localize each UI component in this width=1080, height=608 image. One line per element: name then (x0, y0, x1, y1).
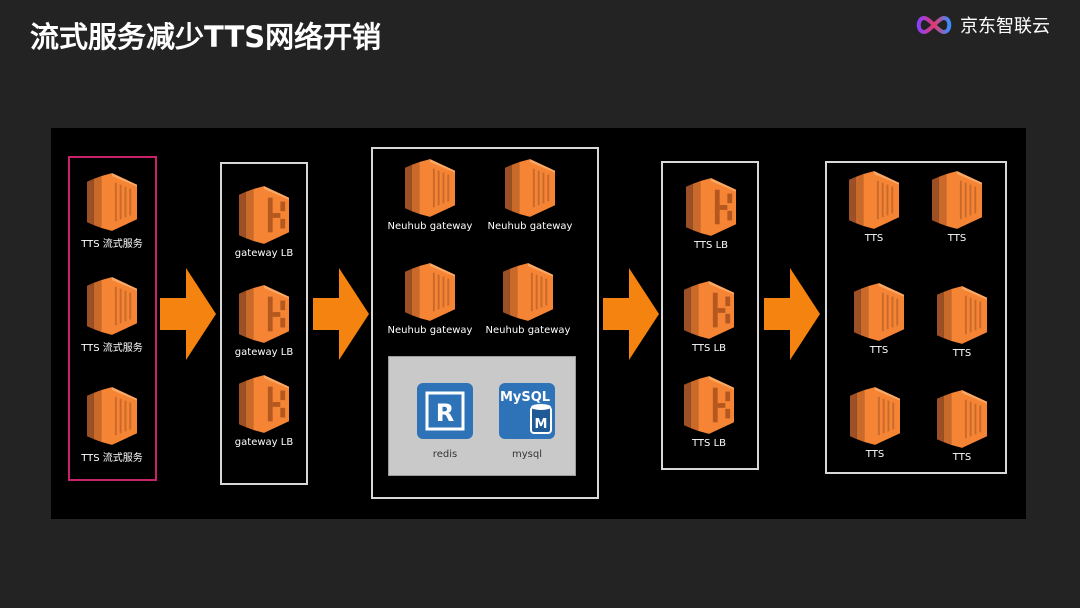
gateway-lb-node: gateway LB (209, 375, 319, 448)
redis-icon: R (417, 383, 473, 439)
neuhub-gateway-node: Neuhub gateway (375, 159, 485, 232)
architecture-diagram: TTS 流式服务 TTS 流式服务 TTS 流式服务 gateway LB ga… (51, 128, 1026, 519)
load-balancer-icon (239, 186, 289, 244)
compute-instance-icon (87, 277, 137, 335)
redis-glyph: R (436, 399, 454, 427)
gateway-lb-node: gateway LB (209, 285, 319, 358)
tts-node: TTS (820, 387, 930, 460)
node-label: Neuhub gateway (387, 221, 473, 232)
compute-instance-icon (87, 173, 137, 231)
compute-instance-icon (854, 283, 904, 341)
storage-label: mysql (512, 449, 542, 460)
tts-group (825, 161, 1007, 474)
load-balancer-icon (684, 281, 734, 339)
storage-label: redis (432, 449, 458, 460)
node-label: gateway LB (234, 347, 294, 358)
node-label: TTS (864, 233, 884, 244)
mysql-icon: MySQL M (499, 383, 555, 439)
node-label: Neuhub gateway (487, 221, 573, 232)
right-arrow-icon (603, 268, 659, 360)
mysql-badge: M (535, 417, 548, 432)
node-label: Neuhub gateway (387, 325, 473, 336)
brand-name: 京东智联云 (960, 16, 1050, 37)
compute-instance-icon (503, 263, 553, 321)
right-arrow-icon (764, 268, 820, 360)
node-label: Neuhub gateway (485, 325, 571, 336)
compute-instance-icon (405, 263, 455, 321)
node-label: gateway LB (234, 437, 294, 448)
compute-instance-icon (505, 159, 555, 217)
tts-node: TTS (819, 171, 929, 244)
node-label: TTS LB (694, 240, 728, 251)
storage-panel: R redis MySQL M mysql (388, 356, 576, 476)
compute-instance-icon (87, 387, 137, 445)
gateway-lb-group (220, 162, 308, 485)
neuhub-group (371, 147, 599, 499)
tts-stream-node: TTS 流式服务 (57, 387, 167, 464)
node-label: TTS LB (692, 438, 726, 449)
mysql-node: MySQL M mysql (492, 383, 562, 460)
load-balancer-icon (239, 375, 289, 433)
node-label: TTS 流式服务 (81, 343, 143, 354)
tts-stream-node: TTS 流式服务 (57, 277, 167, 354)
tts-node: TTS (907, 390, 1017, 463)
tts-lb-node: TTS LB (654, 376, 764, 449)
node-label: TTS 流式服务 (81, 239, 143, 250)
compute-instance-icon (937, 390, 987, 448)
compute-instance-icon (849, 171, 899, 229)
node-label: TTS 流式服务 (81, 453, 143, 464)
infinity-logo-icon (916, 15, 952, 35)
slide-title: 流式服务减少TTS网络开销 (30, 20, 382, 54)
load-balancer-icon (684, 376, 734, 434)
node-label: TTS (952, 348, 972, 359)
neuhub-gateway-node: Neuhub gateway (473, 263, 583, 336)
tts-stream-node: TTS 流式服务 (57, 173, 167, 250)
load-balancer-icon (239, 285, 289, 343)
brand-logo: 京东智联云 (914, 12, 1050, 38)
mysql-glyph: MySQL (500, 390, 550, 405)
tts-lb-group (661, 161, 759, 470)
node-label: TTS (865, 449, 885, 460)
compute-instance-icon (937, 286, 987, 344)
neuhub-gateway-node: Neuhub gateway (475, 159, 585, 232)
tts-stream-group (68, 156, 157, 481)
tts-node: TTS (824, 283, 934, 356)
tts-node: TTS (907, 286, 1017, 359)
compute-instance-icon (932, 171, 982, 229)
right-arrow-icon (313, 268, 369, 360)
load-balancer-icon (686, 178, 736, 236)
compute-instance-icon (850, 387, 900, 445)
compute-instance-icon (405, 159, 455, 217)
node-label: TTS (947, 233, 967, 244)
neuhub-gateway-node: Neuhub gateway (375, 263, 485, 336)
tts-node: TTS (902, 171, 1012, 244)
right-arrow-icon (160, 268, 216, 360)
node-label: TTS (869, 345, 889, 356)
node-label: TTS (952, 452, 972, 463)
gateway-lb-node: gateway LB (209, 186, 319, 259)
redis-node: R redis (410, 383, 480, 460)
node-label: TTS LB (692, 343, 726, 354)
node-label: gateway LB (234, 248, 294, 259)
tts-lb-node: TTS LB (656, 178, 766, 251)
tts-lb-node: TTS LB (654, 281, 764, 354)
